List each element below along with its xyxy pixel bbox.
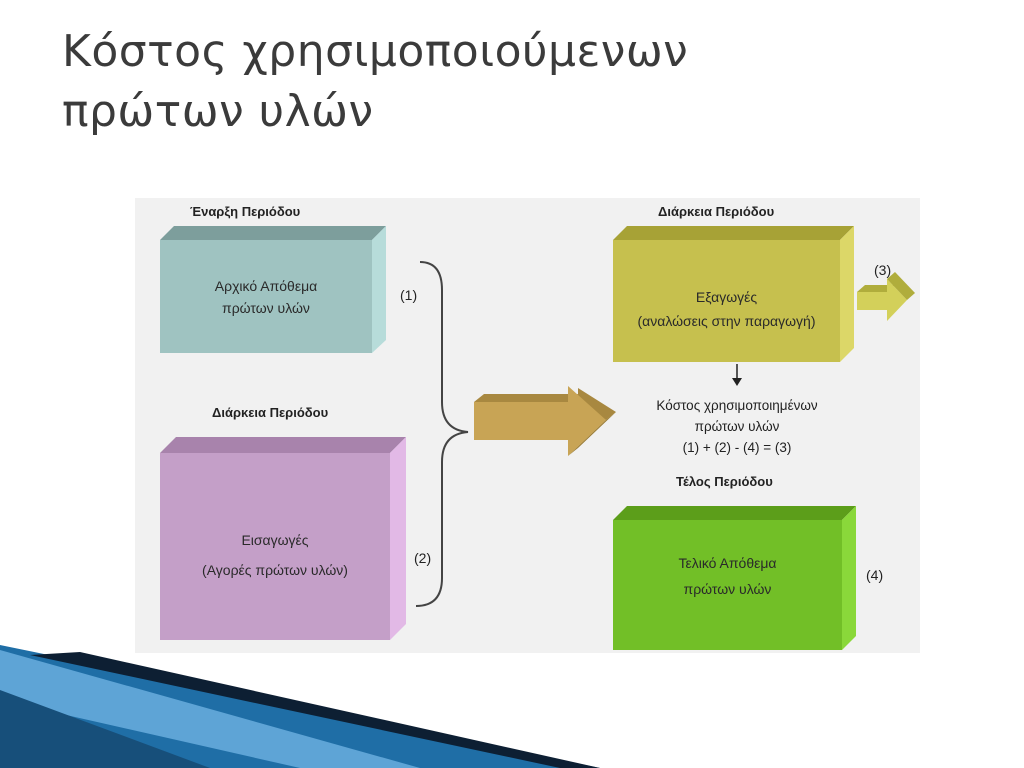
purchases-text: Εισαγωγές (Αγορές πρώτων υλών): [160, 525, 390, 585]
end-period-label: Τέλος Περιόδου: [676, 474, 773, 489]
brace-icon: [415, 261, 469, 607]
cost-formula: (1) + (2) - (4) = (3): [682, 440, 792, 455]
issues-line-1: Εξαγωγές: [695, 289, 758, 305]
marker-1: (1): [400, 287, 418, 303]
purchases-line-1: Εισαγωγές: [241, 532, 309, 548]
opening-inventory-box: [160, 226, 386, 353]
small-arrow-icon: [857, 272, 915, 321]
cost-line-2: πρώτων υλών: [694, 419, 780, 434]
start-period-label: Έναρξη Περιόδου: [190, 204, 301, 219]
cost-of-materials-text: Κόστος χρησιμοποιημένων πρώτων υλών (1) …: [624, 395, 850, 458]
opening-line-2: πρώτων υλών: [222, 300, 310, 316]
title-line-2: πρώτων υλών: [62, 86, 374, 137]
decorative-swoosh: [0, 645, 600, 768]
issues-text: Εξαγωγές (αναλώσεις στην παραγωγή): [613, 285, 840, 333]
during-period-label-left: Διάρκεια Περιόδου: [212, 405, 329, 420]
marker-2: (2): [414, 550, 432, 566]
purchases-box: [160, 437, 406, 640]
purchases-line-2: (Αγορές πρώτων υλών): [202, 562, 348, 578]
down-arrow-icon: [732, 364, 742, 386]
slide-title: Κόστος χρησιμοποιούμενων πρώτων υλών: [62, 22, 962, 142]
issues-box: [613, 226, 854, 362]
big-arrow-icon: [474, 386, 616, 456]
closing-line-1: Τελικό Απόθεμα: [678, 555, 777, 571]
opening-inventory-text: Αρχικό Απόθεμα πρώτων υλών: [160, 275, 372, 319]
during-period-label-right: Διάρκεια Περιόδου: [658, 204, 775, 219]
marker-4: (4): [866, 567, 884, 583]
closing-line-2: πρώτων υλών: [683, 581, 772, 597]
opening-line-1: Αρχικό Απόθεμα: [214, 278, 318, 294]
title-line-1: Κόστος χρησιμοποιούμενων: [62, 26, 689, 77]
cost-line-1: Κόστος χρησιμοποιημένων: [656, 398, 818, 413]
closing-inventory-text: Τελικό Απόθεμα πρώτων υλών: [613, 550, 842, 602]
marker-3: (3): [874, 262, 892, 278]
closing-inventory-box: [613, 506, 856, 650]
issues-line-2: (αναλώσεις στην παραγωγή): [637, 313, 816, 329]
